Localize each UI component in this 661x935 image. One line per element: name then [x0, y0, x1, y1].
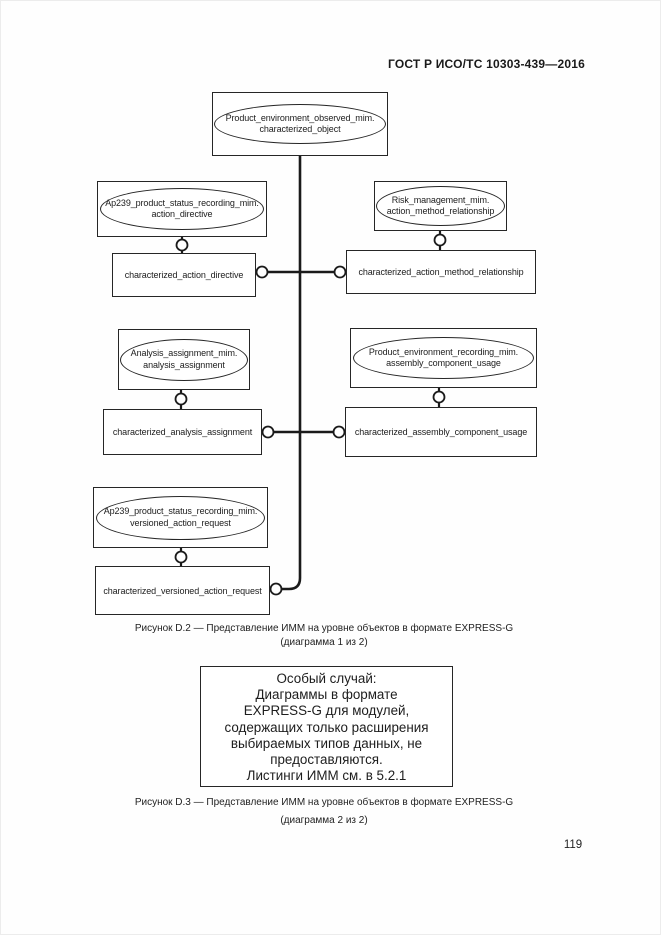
special-note-line: EXPRESS-G для модулей, [243, 703, 410, 719]
page-number: 119 [563, 839, 583, 851]
connection-circle [174, 550, 188, 564]
connection-circle [432, 390, 446, 404]
node-characterized-analysis-assignment: characterized_analysis_assignment [103, 409, 262, 455]
page-reference-oval: Analysis_assignment_mim. analysis_assign… [120, 338, 248, 381]
node-label: characterized_versioned_action_request [103, 585, 262, 596]
node-characterized-assembly-component-usage: characterized_assembly_component_usage [345, 407, 537, 457]
connector-trunk-line [281, 156, 302, 591]
node-label: characterized_object [259, 124, 341, 134]
node-label: Risk_management_mim. [391, 194, 490, 205]
connection-circle [433, 233, 447, 247]
figure-d3-caption-line1: Рисунок D.3 — Представление ИММ на уровн… [134, 797, 514, 808]
connection-circle [269, 582, 283, 596]
figure-d2-caption-line2: (диаграмма 1 из 2) [280, 637, 368, 648]
page-reference-oval: Product_environment_observed_mim. charac… [214, 104, 386, 144]
node-label: Ap239_product_status_recording_mim. [103, 506, 258, 516]
connection-circle [333, 265, 347, 279]
node-product-environment-observed: Product_environment_observed_mim. charac… [212, 92, 388, 156]
node-analysis-assignment: Analysis_assignment_mim. analysis_assign… [118, 329, 250, 390]
node-characterized-action-directive: characterized_action_directive [112, 253, 256, 297]
special-note-line: Листинги ИММ см. в 5.2.1 [246, 768, 407, 784]
node-label: characterized_action_method_relationship [358, 267, 524, 277]
node-label: action_method_relationship [386, 206, 495, 216]
node-label: versioned_action_request [130, 517, 231, 528]
figure-d3-caption-line2: (диаграмма 2 из 2) [280, 815, 368, 826]
express-g-diagram-d2: Product_environment_observed_mim. charac… [93, 92, 537, 615]
figure-d2-caption-line1: Рисунок D.2 — Представление ИММ на уровн… [134, 623, 514, 634]
node-label: assembly_component_usage [386, 358, 501, 368]
node-label: Product_environment_recording_mim. [368, 346, 519, 357]
connection-circle [261, 425, 275, 439]
node-characterized-action-method-relationship: characterized_action_method_relationship [346, 250, 536, 294]
special-note-line: Диаграммы в формате [255, 687, 398, 703]
special-case-note-box: Особый случай: Диаграммы в формате EXPRE… [200, 666, 453, 787]
special-note-line: выбираемых типов данных, не [230, 735, 423, 751]
connection-circle [332, 425, 346, 439]
node-risk-management: Risk_management_mim. action_method_relat… [374, 181, 507, 231]
special-note-line: предоставляются. [270, 752, 383, 768]
page-reference-oval: Ap239_product_status_recording_mim. acti… [100, 188, 264, 230]
special-note-line: содержащих только расширения [224, 719, 429, 735]
document-header: ГОСТ Р ИСО/ТС 10303-439—2016 [387, 57, 585, 71]
node-label: action_directive [151, 209, 213, 219]
special-note-line: Особый случай: [276, 671, 377, 686]
node-label: Analysis_assignment_mim. [130, 348, 238, 358]
node-ap239-action-directive: Ap239_product_status_recording_mim. acti… [97, 181, 267, 237]
connection-circle [174, 392, 188, 406]
node-characterized-versioned-action-request: characterized_versioned_action_request [95, 566, 270, 615]
page-reference-oval: Product_environment_recording_mim. assem… [353, 337, 534, 379]
node-ap239-versioned-action-request: Ap239_product_status_recording_mim. vers… [93, 487, 268, 548]
connection-circle [255, 265, 269, 279]
page-reference-oval: Risk_management_mim. action_method_relat… [376, 186, 505, 226]
node-label: analysis_assignment [143, 359, 225, 370]
connection-circle [175, 238, 189, 252]
node-product-environment-recording: Product_environment_recording_mim. assem… [350, 328, 537, 388]
node-label: characterized_assembly_component_usage [354, 427, 528, 437]
node-label: Product_environment_observed_mim. [225, 112, 375, 123]
node-label: characterized_action_directive [124, 270, 244, 280]
node-label: characterized_analysis_assignment [112, 427, 253, 437]
page-reference-oval: Ap239_product_status_recording_mim. vers… [96, 495, 265, 540]
node-label: Ap239_product_status_recording_mim. [105, 197, 259, 208]
